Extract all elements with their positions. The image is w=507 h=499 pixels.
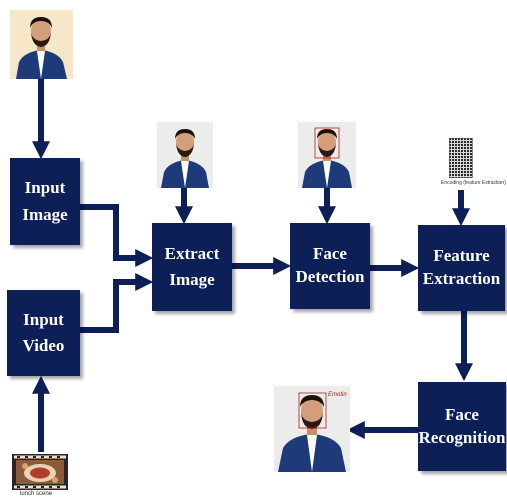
extract-image-box: Extract Image [152, 223, 232, 311]
feature-grid-caption: Encoding (feature Extraction) [441, 180, 506, 186]
feature-extraction-line2: Extraction [422, 269, 501, 288]
extract-image-line1: Extract [164, 243, 220, 263]
recognized-person-icon [274, 386, 350, 472]
detection-person-icon [298, 122, 356, 188]
feature-extraction-box: Feature Extraction [418, 225, 505, 311]
face-recognition-line2: Recognition [418, 427, 506, 447]
arrow-input-video-to-extract [80, 273, 154, 333]
emotion-label: Emotin [328, 392, 347, 398]
input-video-box: Input Video [7, 290, 80, 376]
input-image-line1: Input [24, 178, 66, 198]
face-detection-line1: Face [313, 244, 347, 264]
input-video-line2: Video [22, 336, 65, 355]
face-detection-line2: Detection [295, 267, 365, 286]
input-video-line1: Input [23, 309, 64, 329]
extract-image-line2: Image [169, 270, 215, 289]
face-recognition-line1: Face [445, 404, 479, 424]
input-image-box: Input Image [10, 158, 80, 245]
input-image-line2: Image [22, 204, 68, 224]
feature-grid-icon [449, 138, 473, 178]
arrow-input-image-to-extract [80, 204, 154, 267]
video-caption: lunch scene [20, 491, 53, 497]
video-frame-icon [12, 454, 68, 490]
person-portrait-icon [10, 10, 73, 79]
face-detection-box: Face Detection [290, 223, 370, 309]
face-recognition-box: Face Recognition [418, 382, 506, 471]
feature-extraction-line1: Feature [433, 246, 490, 266]
extract-person-icon [157, 122, 213, 188]
